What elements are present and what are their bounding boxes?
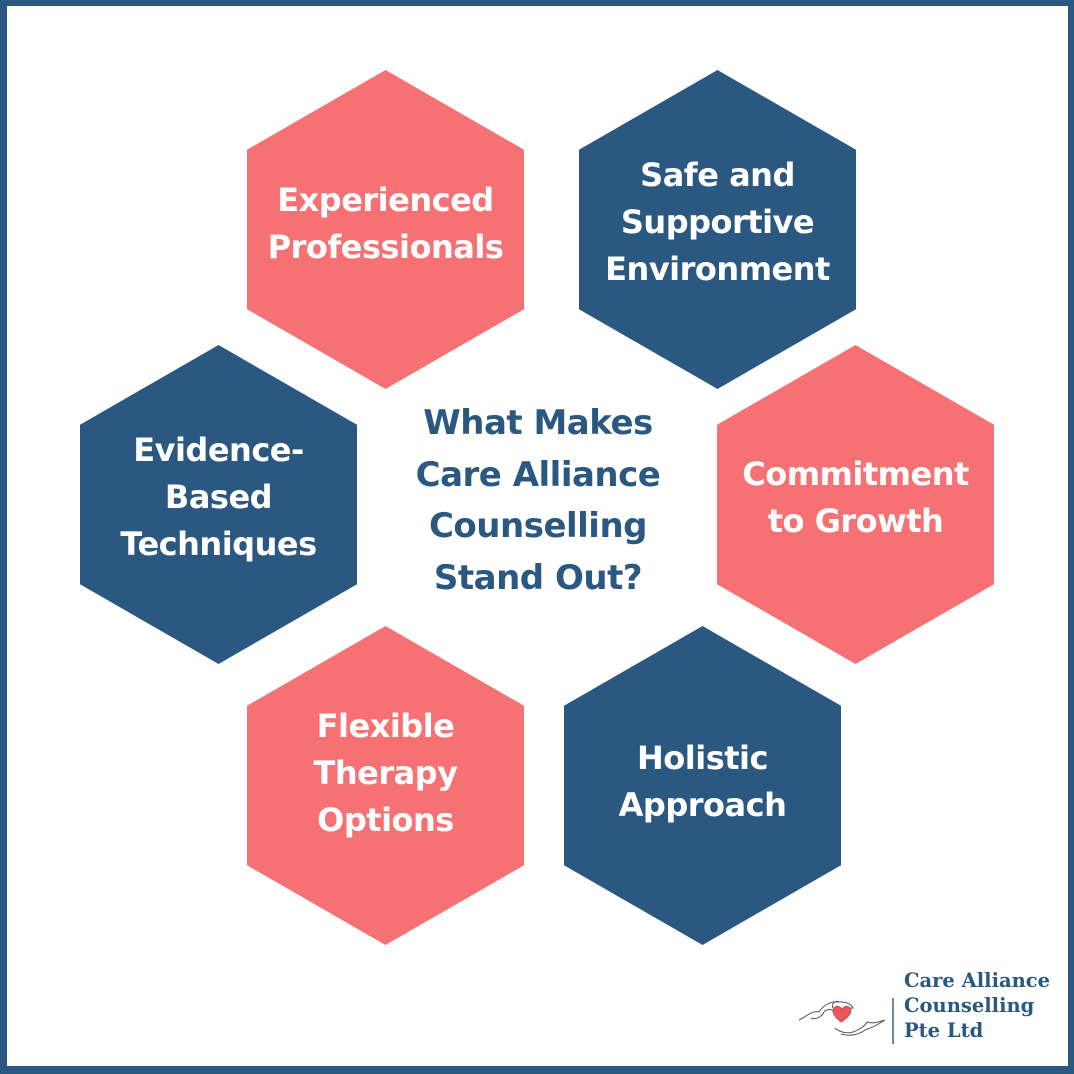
hexagon-label: Experienced Professionals	[267, 180, 504, 266]
hexagon-commitment-to-growth: Commitment to Growth	[717, 345, 994, 664]
page-title: What Makes Care Alliance Counselling Sta…	[415, 403, 661, 598]
hands-heart-icon	[798, 1001, 886, 1036]
hexagon-label: Holistic Approach	[618, 738, 787, 824]
hexagon-label: Flexible Therapy Options	[313, 707, 458, 839]
hexagon-label: Evidence- Based Techniques	[120, 431, 317, 563]
logo-divider	[892, 998, 894, 1044]
company-name: Care Alliance Counselling Pte Ltd	[904, 969, 1051, 1042]
hexagon-label: Safe and Supportive Environment	[605, 156, 830, 288]
hexagon-safe-supportive-environment: Safe and Supportive Environment	[579, 70, 856, 389]
hexagon-holistic-approach: Holistic Approach	[564, 626, 841, 945]
company-logo: Care Alliance Counselling Pte Ltd	[795, 968, 1065, 1048]
hexagon-flexible-therapy-options: Flexible Therapy Options	[247, 626, 524, 945]
hexagon-label: Commitment to Growth	[742, 454, 969, 540]
